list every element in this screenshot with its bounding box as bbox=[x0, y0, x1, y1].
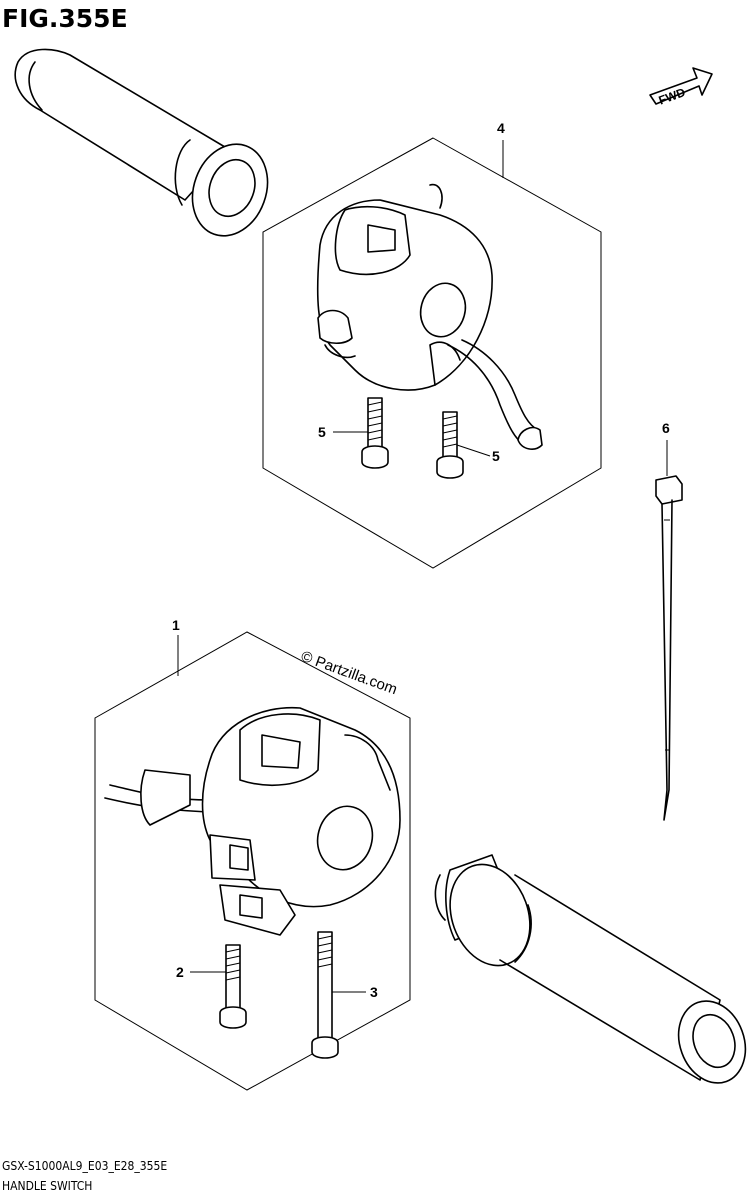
throttle-grip bbox=[434, 854, 747, 1084]
callout-2: 2 bbox=[176, 964, 184, 980]
left-handlebar-grip bbox=[14, 48, 269, 237]
part-1-hexagon bbox=[94, 631, 411, 1091]
screw-5-left bbox=[361, 397, 389, 469]
callout-5-left: 5 bbox=[318, 424, 326, 440]
screw-2 bbox=[219, 944, 247, 1029]
watermark: © Partzilla.com bbox=[299, 648, 400, 699]
forward-arrow-icon: FWD bbox=[649, 67, 713, 108]
right-handle-switch-assembly bbox=[316, 183, 543, 450]
left-handle-switch-assembly bbox=[104, 706, 401, 936]
callout-5-right: 5 bbox=[492, 448, 500, 464]
callout-1: 1 bbox=[172, 617, 180, 633]
cable-tie bbox=[655, 475, 683, 821]
screw-5-right bbox=[436, 411, 464, 479]
callout-6: 6 bbox=[662, 420, 670, 436]
figure-title: FIG.355E bbox=[2, 4, 128, 33]
screw-3 bbox=[311, 931, 339, 1059]
callout-5-leaders bbox=[333, 431, 491, 457]
callout-4: 4 bbox=[497, 120, 505, 136]
callout-3: 3 bbox=[370, 984, 378, 1000]
part-4-hexagon bbox=[262, 137, 602, 569]
figure-caption: HANDLE SWITCH bbox=[2, 1179, 92, 1193]
fwd-label: FWD bbox=[657, 85, 688, 108]
model-code: GSX-S1000AL9_E03_E28_355E bbox=[2, 1159, 167, 1173]
